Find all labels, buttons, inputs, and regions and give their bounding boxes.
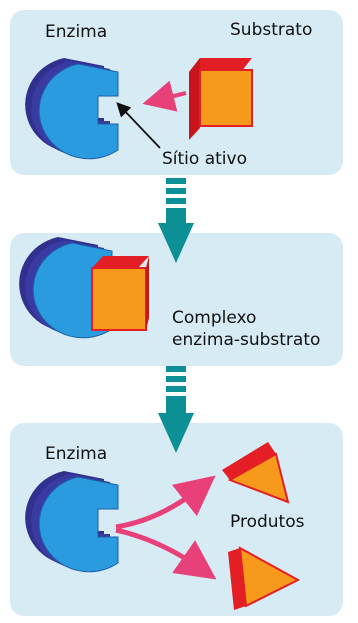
active-site-label: Sítio ativo (162, 149, 247, 169)
enzyme-label-bottom: Enzima (45, 444, 108, 464)
binding-arrow (142, 80, 187, 112)
active-site-pointer (116, 102, 161, 149)
step-arrow-2 (158, 366, 194, 453)
products-label: Produtos (230, 512, 305, 532)
release-arrow-lower (115, 527, 217, 580)
product-triangle-upper (222, 442, 290, 504)
enzyme-shape (25, 58, 119, 160)
complex-label-line2: enzima-substrato (172, 330, 321, 350)
bound-substrate-cube (91, 256, 149, 331)
product-enzyme-shape (25, 471, 119, 573)
step-arrow-1 (158, 178, 194, 263)
product-triangle-lower (228, 546, 301, 610)
release-arrow-upper (115, 475, 216, 530)
complex-label-line1: Complexo (172, 308, 257, 328)
substrate-cube (189, 58, 253, 140)
enzyme-label-top: Enzima (45, 22, 108, 42)
substrate-label: Substrato (230, 20, 313, 40)
